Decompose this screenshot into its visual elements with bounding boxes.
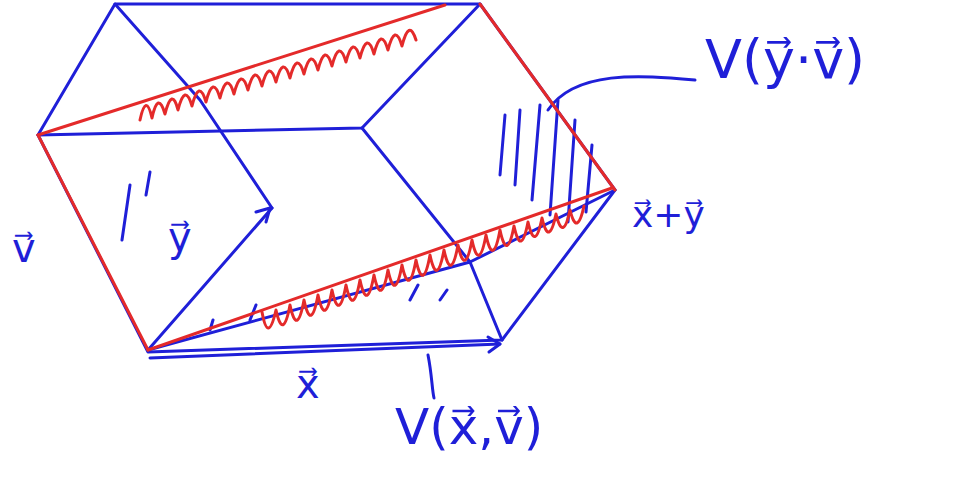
volume-label: V(y⃗·v⃗) <box>705 30 865 89</box>
vector-label: y⃗ <box>168 215 192 259</box>
vector-label: x⃗+y⃗ <box>632 195 705 235</box>
vector-label: x⃗ <box>296 362 320 406</box>
vector-label: v⃗ <box>12 226 36 270</box>
volume-label: V(x⃗,v⃗) <box>395 400 543 455</box>
